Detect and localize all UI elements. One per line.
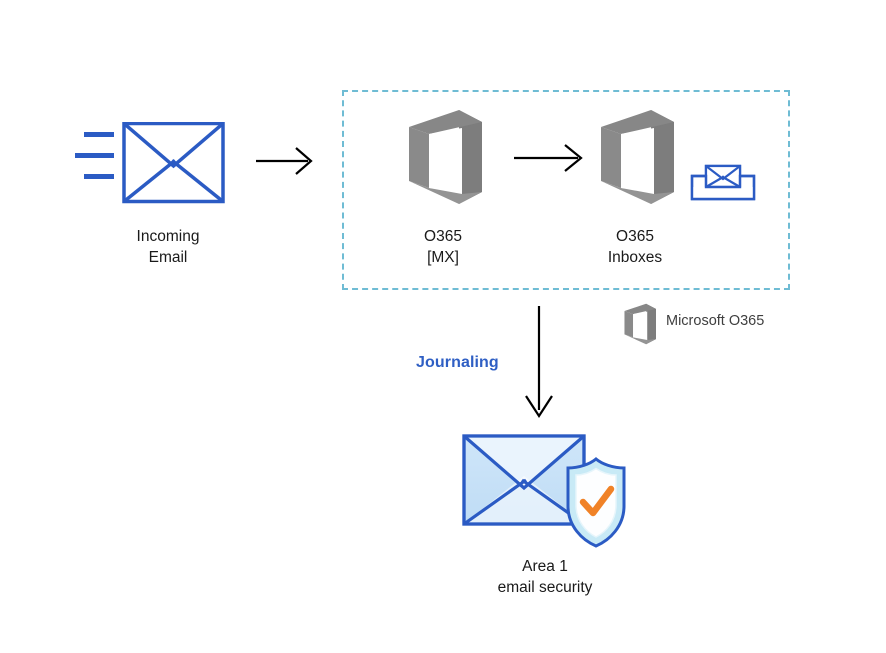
- o365-mx-label: O365 [MX]: [424, 228, 462, 266]
- inbox-tray-icon: [690, 158, 756, 202]
- envelope-icon: [74, 121, 226, 206]
- journaling-edge-label: Journaling: [416, 354, 499, 371]
- o365-boundary-region: [342, 90, 790, 290]
- office365-logo-icon: [596, 106, 678, 208]
- arrow-incoming-to-mx: [256, 143, 316, 179]
- arrow-mx-to-inboxes: [514, 140, 586, 176]
- legend-label: Microsoft O365: [666, 313, 765, 329]
- area1-label: Area 1 email security: [497, 558, 593, 596]
- office365-logo-icon: [622, 302, 658, 346]
- incoming-email-label: Incoming Email: [136, 228, 200, 266]
- arrow-inboxes-to-area1: [522, 306, 556, 420]
- office365-logo-icon: [404, 106, 486, 208]
- shielded-envelope-icon: [462, 432, 628, 550]
- o365-inboxes-label: O365 Inboxes: [607, 228, 663, 266]
